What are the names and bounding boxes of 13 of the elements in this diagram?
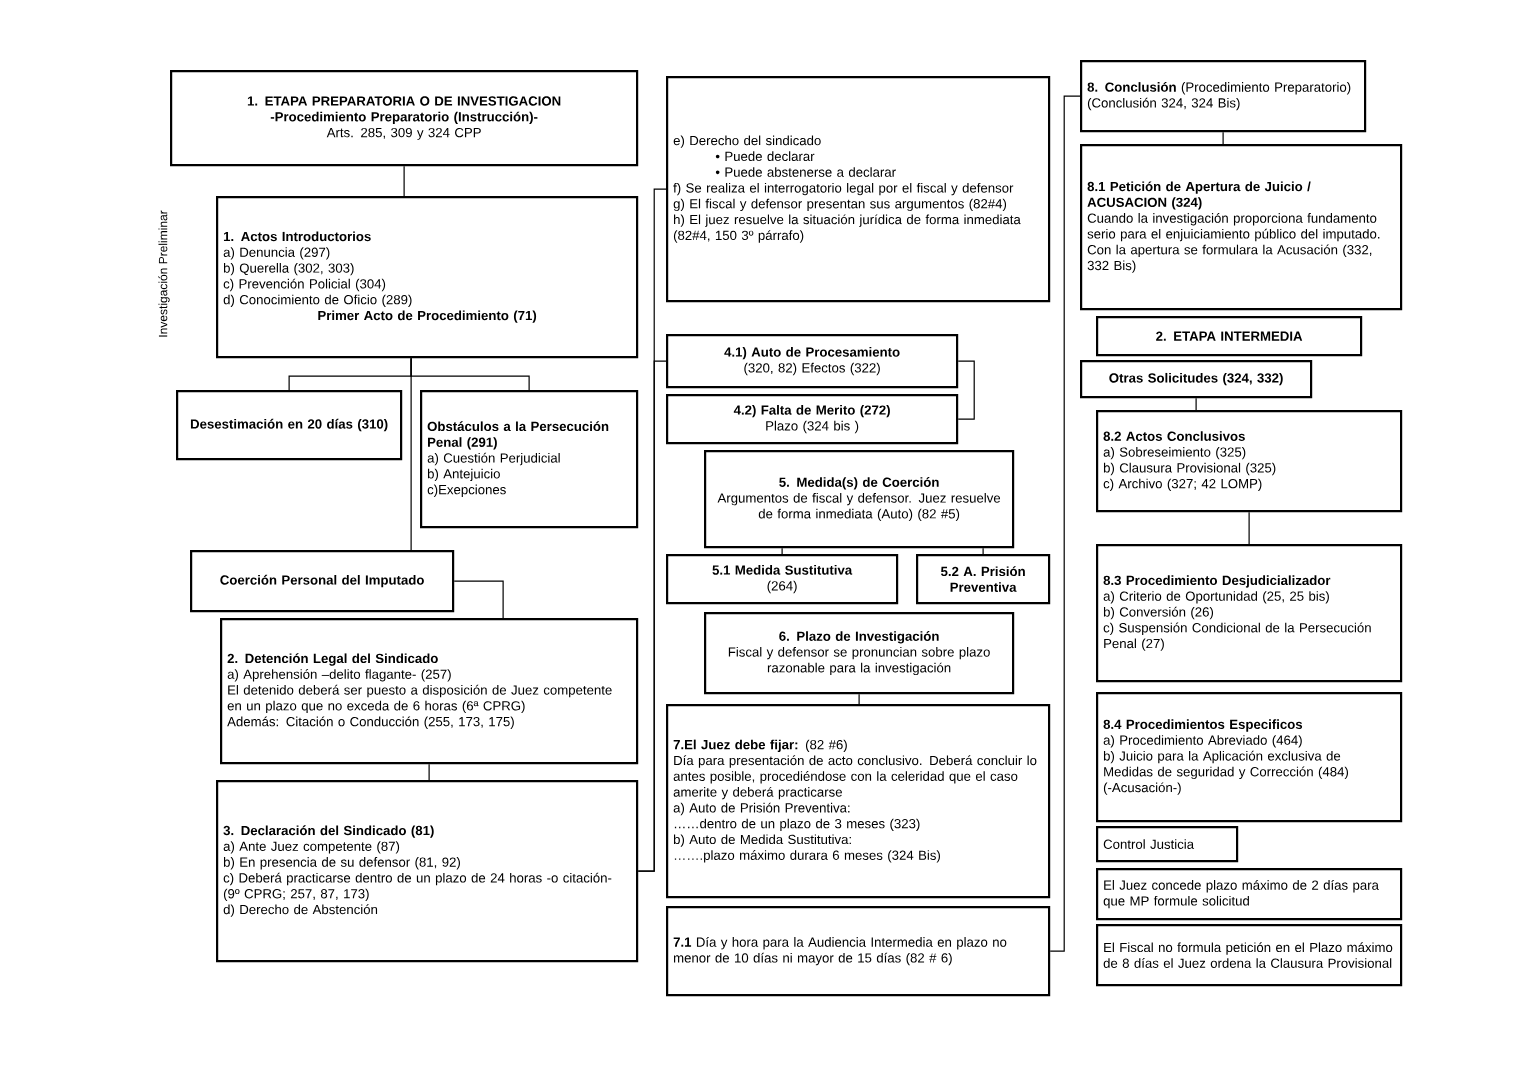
- connector-line: [428, 763, 430, 781]
- connector-line: [957, 360, 975, 420]
- connector-line: [637, 360, 667, 872]
- connector-line: [1248, 511, 1250, 545]
- connector-line: [403, 165, 405, 197]
- connector-line: [781, 547, 783, 555]
- connector-line: [453, 580, 504, 619]
- connector-line: [1049, 95, 1081, 952]
- connector-line: [1222, 131, 1224, 145]
- connector-line: [1195, 397, 1197, 411]
- connector-line: [410, 357, 412, 551]
- connector-line: [982, 547, 984, 555]
- connector-line: [858, 693, 860, 705]
